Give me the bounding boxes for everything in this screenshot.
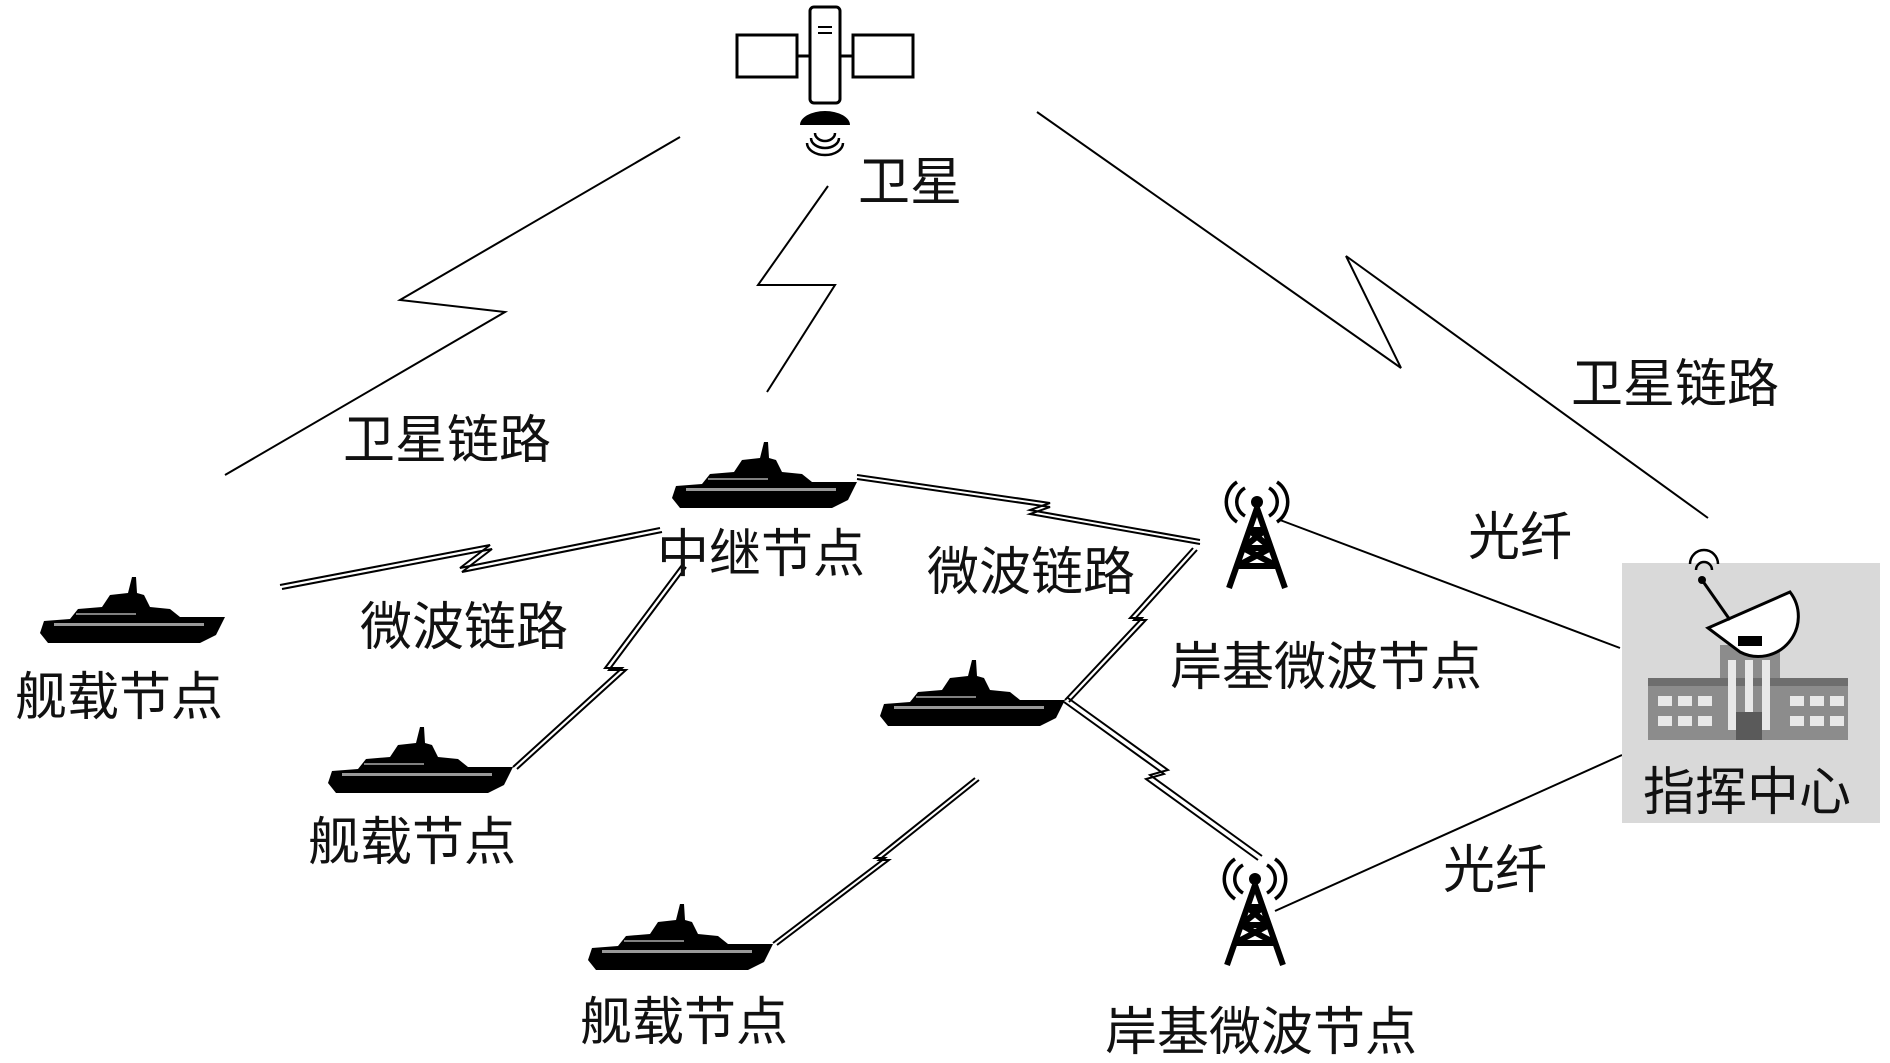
- satellite-link-left: [224, 136, 681, 476]
- link-lines: [224, 111, 1709, 946]
- microwave-link-shore-ship-2: [1068, 549, 1198, 703]
- fiber-label-bottom: 光纤: [1443, 841, 1547, 901]
- microwave-link-relay-shore: [856, 474, 1201, 541]
- left-ship-icon: [40, 577, 225, 643]
- radio-tower-icon-top: [1226, 482, 1287, 588]
- shore-node-label-top: 岸基微波节点: [1170, 638, 1482, 698]
- satellite-link-label-right: 卫星链路: [1571, 355, 1779, 415]
- microwave-link-relay-mid-2: [516, 566, 687, 770]
- microwave-link-label-right: 微波链路: [927, 543, 1135, 603]
- microwave-link-relay-mid: [512, 564, 683, 768]
- command-center-label: 指挥中心: [1643, 763, 1851, 823]
- fiber-link-bottom: [1274, 754, 1623, 912]
- microwave-link-left-ship: [279, 527, 661, 586]
- microwave-link-relay-shore-2: [856, 478, 1201, 545]
- microwave-link-ship-shore-bottom-2: [1063, 701, 1259, 861]
- satellite-link-center: [756, 185, 837, 393]
- satellite-link-label-left: 卫星链路: [343, 411, 551, 471]
- command-center-icon: [1622, 548, 1880, 823]
- fiber-link-top: [1279, 519, 1621, 649]
- microwave-link-left-ship-2: [281, 531, 663, 590]
- microwave-link-ship-shore-bottom: [1067, 697, 1263, 857]
- bottom-ship-icon: [588, 904, 773, 970]
- satellite-link-right: [1036, 111, 1709, 519]
- radio-tower-icon-bottom: [1224, 859, 1285, 965]
- microwave-link-bottom-ship-2: [776, 779, 980, 946]
- satellite-label: 卫星: [858, 153, 962, 213]
- relay-ship-icon: [672, 442, 857, 508]
- mid-ship-icon: [328, 727, 513, 793]
- relay-node-label: 中继节点: [657, 525, 865, 585]
- shore-node-label-bottom: 岸基微波节点: [1105, 1003, 1417, 1063]
- ship-node-label-left: 舰载节点: [15, 668, 223, 728]
- satellite-icon: [735, 5, 915, 157]
- fiber-label-top: 光纤: [1468, 508, 1572, 568]
- microwave-link-label-left: 微波链路: [360, 598, 568, 658]
- microwave-link-bottom-ship: [772, 777, 976, 944]
- center-ship-icon: [880, 660, 1065, 726]
- ship-node-label-bottom: 舰载节点: [580, 993, 788, 1053]
- ship-node-label-mid: 舰载节点: [308, 813, 516, 873]
